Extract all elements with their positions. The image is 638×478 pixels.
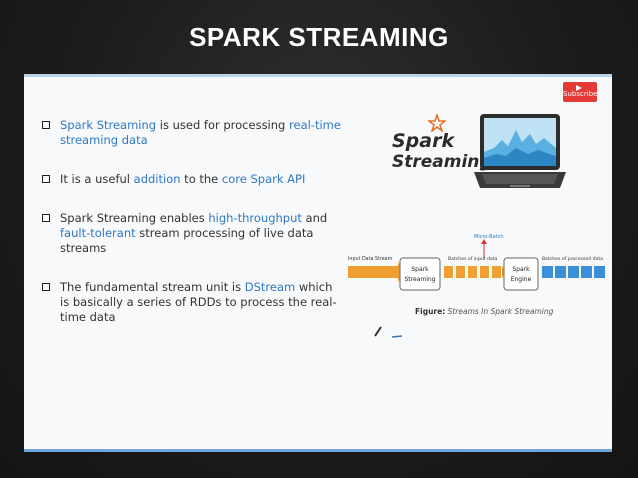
bullet-list: Spark Streaming is used for processing r…: [42, 118, 342, 349]
figure-caption: Figure: Streams In Spark Streaming: [415, 307, 553, 316]
bullet-item: Spark Streaming is used for processing r…: [42, 118, 342, 148]
caption-text: Streams In Spark Streaming: [447, 307, 554, 316]
processed-batch-blocks: [542, 266, 605, 278]
bullet-text: and: [301, 211, 328, 225]
bullet-text: Spark Streaming enables: [60, 211, 209, 225]
bullet-text: which is basically a series of RDDs to p…: [60, 280, 337, 324]
bullet-item: The fundamental stream unit is DStream w…: [42, 280, 342, 325]
caption-label: Figure:: [415, 307, 446, 316]
bullet-item: Spark Streaming enables high-throughput …: [42, 211, 342, 256]
bullet-text: is used for processing: [156, 118, 290, 132]
input-stream-label: Input Data Stream: [348, 256, 393, 262]
slide-title: SPARK STREAMING: [189, 22, 449, 52]
svg-text:Streaming: Streaming: [405, 276, 436, 283]
bullet-item: It is a useful addition to the core Spar…: [42, 172, 342, 187]
batches-input-label: Batches of input data: [448, 256, 498, 262]
batches-processed-label: Batches of processed data: [542, 256, 603, 262]
star-icon: [428, 114, 446, 132]
bullet-text: to the: [180, 172, 222, 186]
highlight-text: real-time streaming data: [60, 118, 341, 147]
spark-streaming-box: [399, 257, 441, 291]
svg-text:Engine: Engine: [511, 276, 532, 283]
checkbox-bullet-icon: [42, 175, 50, 183]
logo-line-1: Spark: [392, 130, 455, 152]
checkbox-bullet-icon: [42, 283, 50, 291]
logo-line-2: Streaming: [392, 152, 492, 172]
checkbox-bullet-icon: [42, 121, 50, 129]
micro-batch-label: Micro-Batch: [474, 234, 504, 240]
pencil-icon: [374, 326, 403, 338]
highlight-text: core Spark API: [221, 172, 306, 186]
spark-streaming-logo: Spark Streaming: [392, 130, 492, 172]
spark-engine-box: [503, 257, 539, 291]
bullet-text: stream processing of live data streams: [60, 226, 314, 255]
highlight-text: addition: [133, 172, 181, 186]
highlight-text: DStream: [244, 280, 296, 294]
highlight-text: fault-tolerant: [60, 226, 136, 240]
streaming-diagram: Micro-Batch Input Data Stream Spark Stre…: [348, 234, 605, 291]
subscribe-button[interactable]: Subscribe: [563, 82, 597, 102]
svg-text:Spark: Spark: [411, 266, 429, 273]
bullet-text: It is a useful: [60, 172, 134, 186]
bullet-text: The fundamental stream unit is: [60, 280, 245, 294]
checkbox-bullet-icon: [42, 214, 50, 222]
svg-text:Spark: Spark: [512, 266, 530, 273]
highlight-text: high-throughput: [208, 211, 302, 225]
laptop-icon: [474, 114, 566, 188]
highlight-text: Spark Streaming: [60, 118, 157, 132]
input-batch-blocks: [444, 266, 508, 278]
